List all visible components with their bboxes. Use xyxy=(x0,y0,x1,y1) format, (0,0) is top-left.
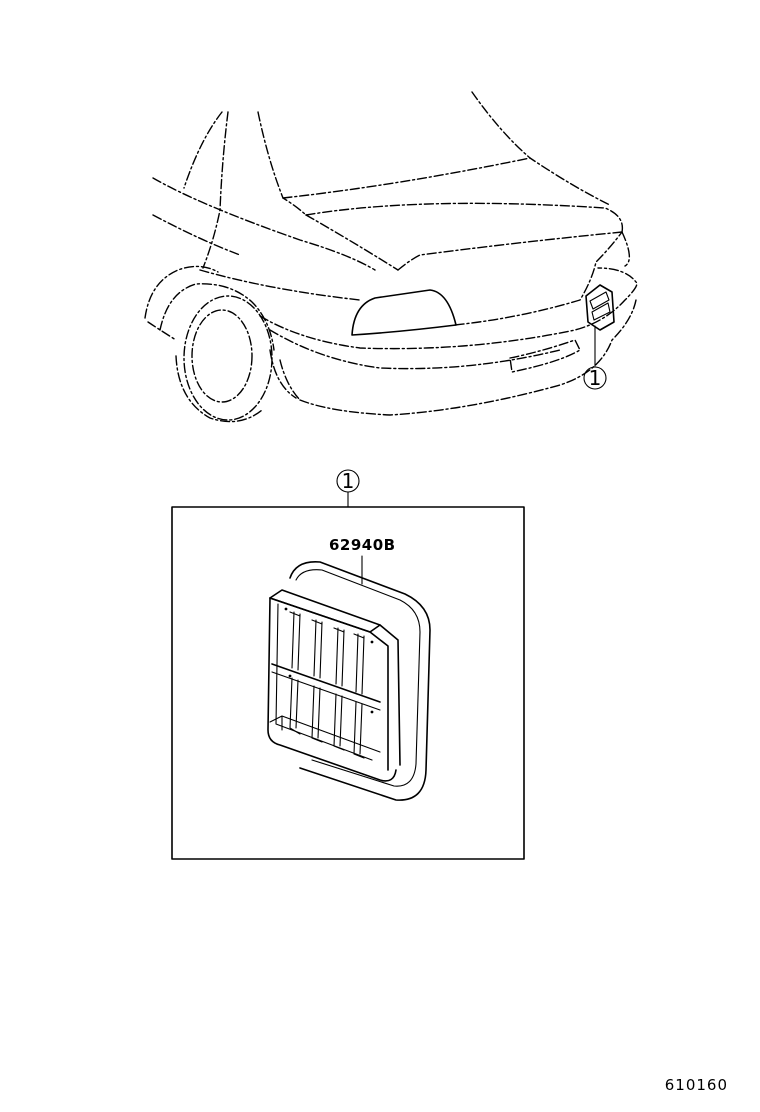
vent-part-drawing xyxy=(267,561,431,801)
vent-on-vehicle xyxy=(585,284,615,331)
vehicle-rear-outline xyxy=(144,91,638,423)
vehicle-callout-number: 1 xyxy=(589,366,602,390)
part-number-label: 62940B xyxy=(329,536,396,554)
vehicle-callout-circle xyxy=(583,366,607,390)
detail-callout-number: 1 xyxy=(342,469,355,493)
detail-frame xyxy=(171,506,525,860)
figure-reference-number: 610160 xyxy=(665,1076,728,1094)
detail-callout: 1 xyxy=(336,469,360,508)
